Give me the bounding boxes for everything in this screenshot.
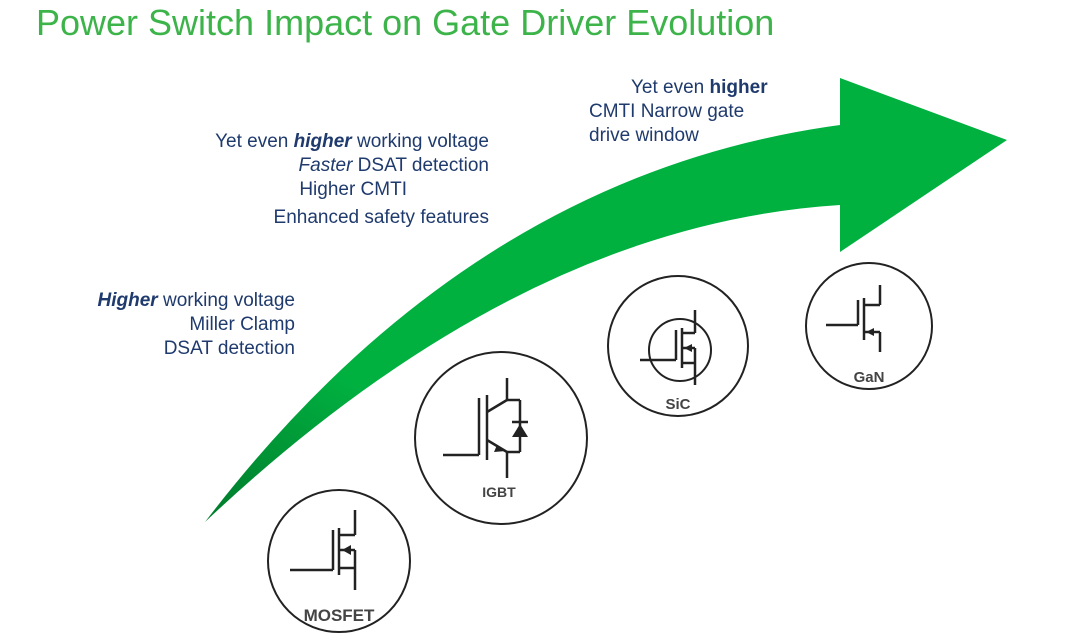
igbt-symbol: IGBT (414, 351, 588, 525)
mosfet-features: Higher working voltage Miller Clamp DSAT… (98, 289, 295, 361)
feature-line: Faster DSAT detection (298, 155, 489, 176)
feature-line: Higher working voltage (97, 290, 295, 311)
sic-symbol: SiC (607, 275, 749, 417)
feature-line: CMTI Narrow gate (589, 101, 745, 122)
gan-symbol: GaN (805, 262, 933, 390)
mosfet-symbol: MOSFET (267, 489, 411, 633)
mosfet-label: MOSFET (304, 606, 375, 625)
feature-line: Miller Clamp (189, 314, 295, 335)
growth-arrow (205, 78, 1007, 522)
feature-line: drive window (589, 125, 699, 146)
feature-line: Yet even higher (631, 77, 768, 98)
feature-line: Higher CMTI (299, 179, 407, 200)
feature-line: Yet even higher working voltage (215, 131, 489, 152)
feature-line: Enhanced safety features (273, 207, 489, 228)
igbt-features: Yet even higher working voltage Faster D… (215, 130, 489, 230)
sic-gan-features: Yet even higher CMTI Narrow gate drive w… (589, 76, 768, 148)
sic-label: SiC (665, 396, 690, 413)
igbt-label: IGBT (482, 484, 516, 500)
feature-line: DSAT detection (163, 338, 295, 359)
page-title: Power Switch Impact on Gate Driver Evolu… (36, 2, 775, 43)
gan-label: GaN (854, 369, 885, 386)
